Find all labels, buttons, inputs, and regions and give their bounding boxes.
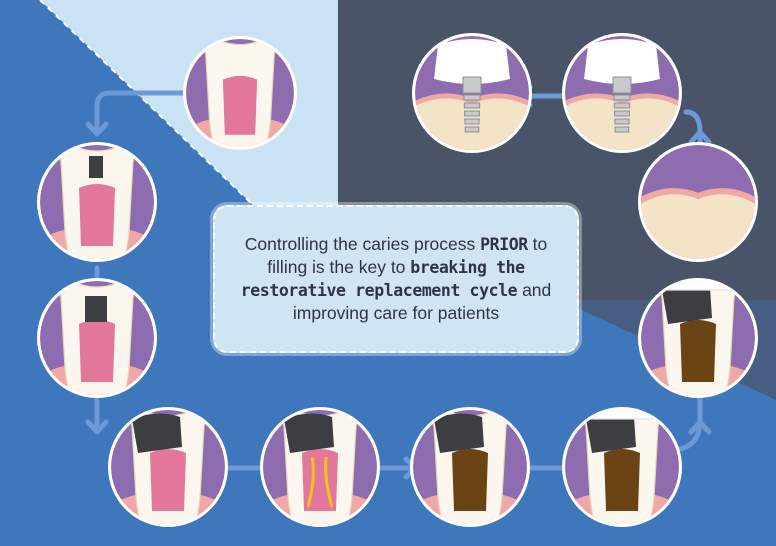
caption-bold-prior: PRIOR xyxy=(480,235,528,254)
caption-text: Controlling the caries process PRIOR to … xyxy=(231,233,561,325)
caption-part-1: Controlling the caries process xyxy=(245,234,480,254)
caption-box: Controlling the caries process PRIOR to … xyxy=(213,205,579,353)
